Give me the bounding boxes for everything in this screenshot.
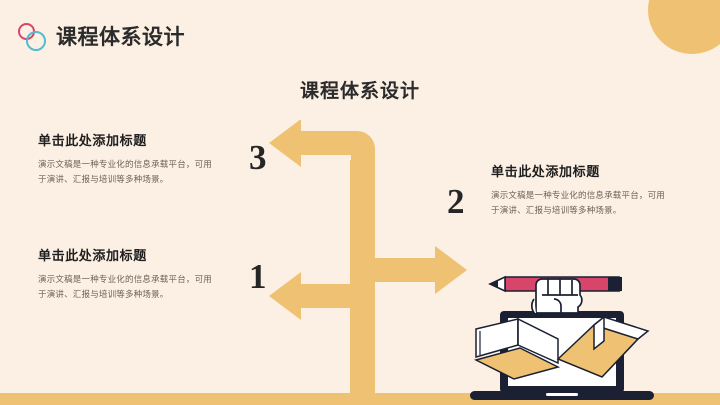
step-number-3: 3 xyxy=(249,138,267,177)
block-body-line-1: 演示文稿是一种专业化的信息承载平台，可用 xyxy=(38,274,213,284)
text-block-top-left: 单击此处添加标题 演示文稿是一种专业化的信息承载平台，可用 于演讲、汇报与培训等… xyxy=(38,130,253,187)
illustration-laptop-fist-pencil-books xyxy=(470,275,654,400)
block-body-line-1: 演示文稿是一种专业化的信息承载平台，可用 xyxy=(491,190,666,200)
overlapping-circles-logo-icon xyxy=(16,22,50,52)
block-body: 演示文稿是一种专业化的信息承载平台，可用 于演讲、汇报与培训等多种场景。 xyxy=(38,157,253,187)
process-arrow-diagram xyxy=(269,120,467,405)
block-body: 演示文稿是一种专业化的信息承载平台，可用 于演讲、汇报与培训等多种场景。 xyxy=(491,188,706,218)
book-left-icon xyxy=(473,317,561,380)
block-heading: 单击此处添加标题 xyxy=(38,133,147,148)
block-body-line-2: 于演讲、汇报与培训等多种场景。 xyxy=(491,204,622,215)
book-right-icon xyxy=(556,315,650,378)
slide-title: 课程体系设计 xyxy=(299,81,420,102)
block-body: 演示文稿是一种专业化的信息承载平台，可用 于演讲、汇报与培训等多种场景。 xyxy=(38,272,253,302)
block-body-line-1: 演示文稿是一种专业化的信息承载平台，可用 xyxy=(38,159,213,169)
arrow-step-2 xyxy=(349,244,467,294)
step-number-1: 1 xyxy=(249,257,267,296)
fist-icon xyxy=(530,278,583,316)
step-number-2: 2 xyxy=(447,182,465,221)
header-title: 课程体系设计 xyxy=(56,25,185,49)
block-heading: 单击此处添加标题 xyxy=(491,164,600,179)
block-heading: 单击此处添加标题 xyxy=(38,248,147,263)
slide-header: 课程体系设计 xyxy=(16,20,185,54)
text-block-bottom-left: 单击此处添加标题 演示文稿是一种专业化的信息承载平台，可用 于演讲、汇报与培训等… xyxy=(38,245,253,302)
block-body-line-2: 于演讲、汇报与培训等多种场景。 xyxy=(38,288,169,299)
corner-circle-decoration xyxy=(648,0,720,54)
block-body-line-2: 于演讲、汇报与培训等多种场景。 xyxy=(38,173,169,184)
arrow-step-1 xyxy=(269,272,375,320)
text-block-right: 单击此处添加标题 演示文稿是一种专业化的信息承载平台，可用 于演讲、汇报与培训等… xyxy=(491,161,706,218)
arrow-step-3 xyxy=(269,120,375,171)
logo-ring-teal-icon xyxy=(26,31,46,51)
